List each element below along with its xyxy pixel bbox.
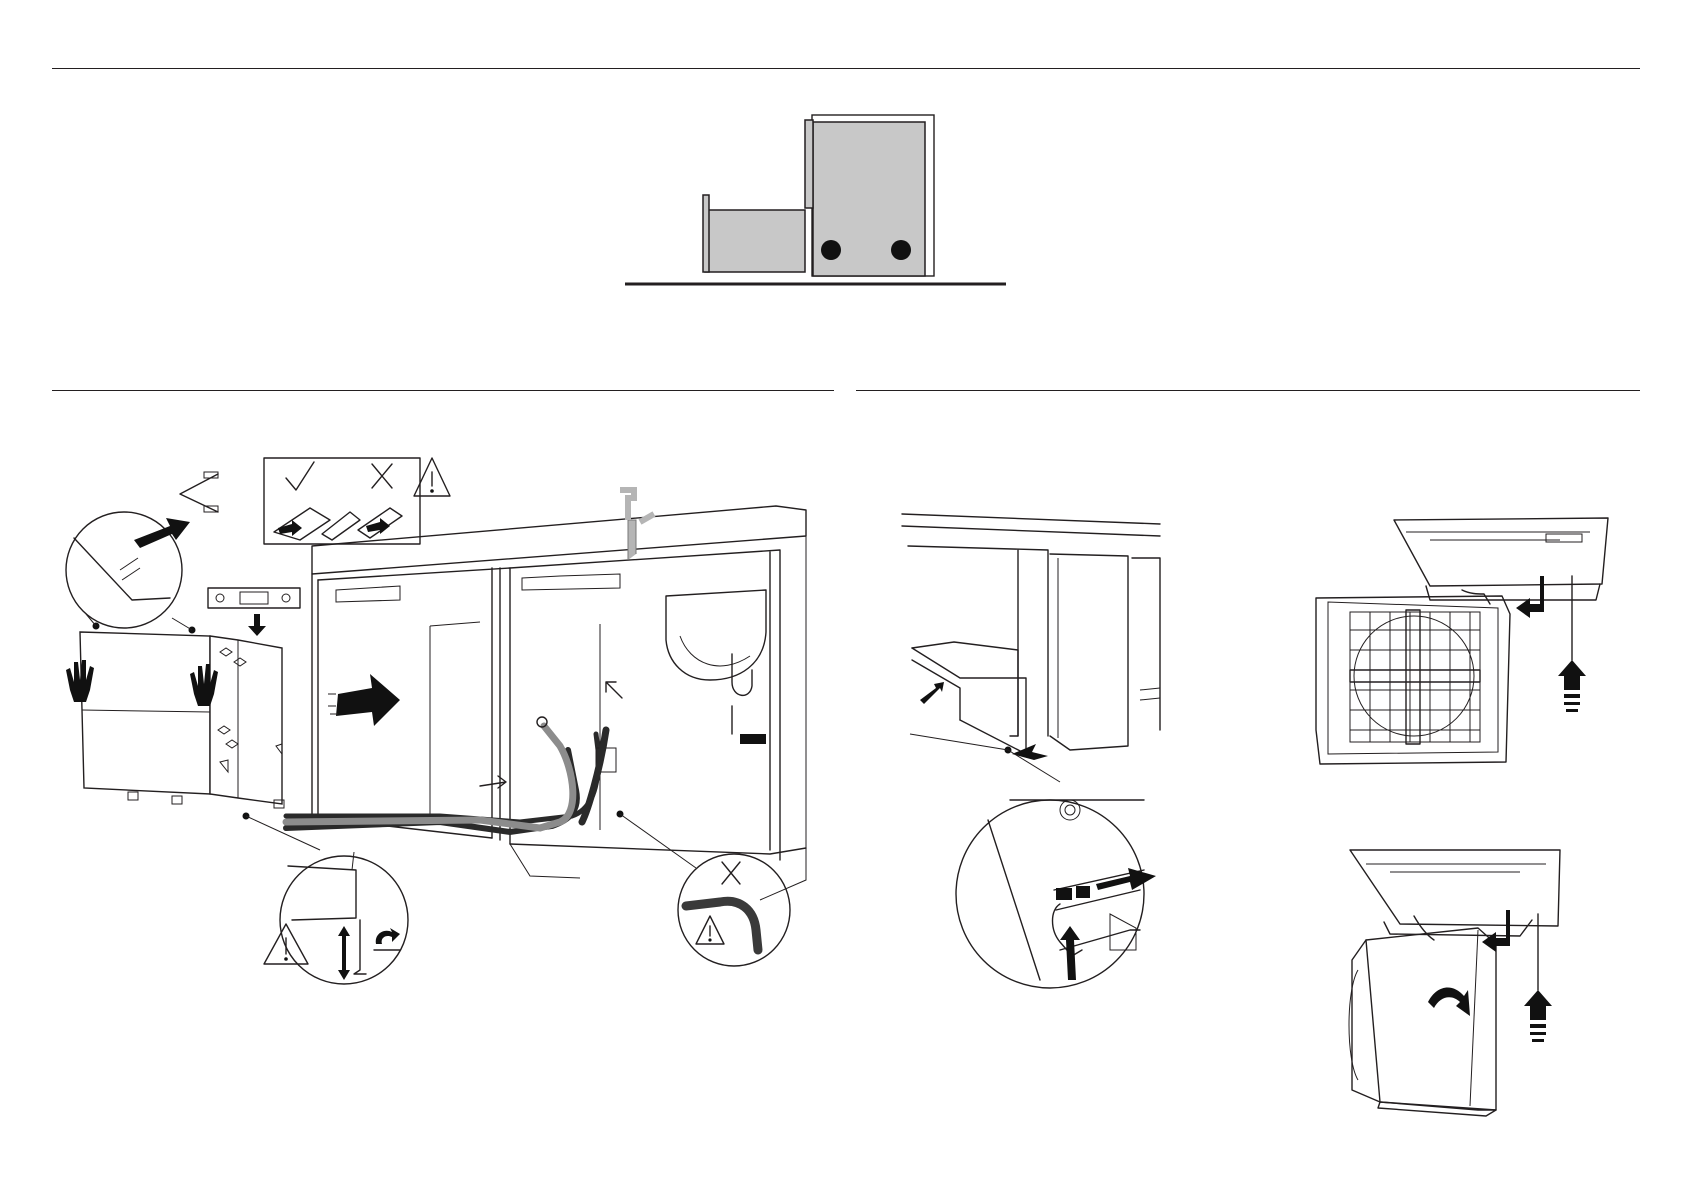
- drawer-removal-figure: [900, 510, 1240, 990]
- bracket-icon: [180, 472, 218, 512]
- rotate-arrow-icon: [1428, 987, 1470, 1016]
- screw-up-arrow-icon: [1558, 660, 1586, 690]
- push-arrow-icon: [336, 674, 400, 726]
- bracket-arrow-icon: [1516, 576, 1544, 618]
- screw-up-arrow-icon: [1524, 990, 1552, 1020]
- foot-adjust-icon: [338, 926, 350, 980]
- installation-figure: [60, 450, 820, 1010]
- level-tool-icon: [208, 588, 300, 636]
- wheel-icon: [891, 240, 911, 260]
- warning-icon: [264, 924, 308, 964]
- corner-detail-magnifier: [66, 512, 196, 634]
- check-icon: [286, 462, 314, 490]
- clip-detail-magnifier: [956, 800, 1156, 988]
- clip-release-icon: [1056, 888, 1072, 900]
- direction-arrow-icon: [480, 776, 506, 788]
- wheel-icon: [821, 240, 841, 260]
- direction-arrow-icon: [606, 682, 622, 698]
- cross-icon: [372, 464, 392, 488]
- right-section-rule: [856, 390, 1640, 391]
- packaging-figure: [620, 110, 1010, 290]
- mounting-figure-bottom: [1310, 840, 1640, 1140]
- dishwasher-unit: [80, 632, 284, 808]
- dish-rack: [1350, 610, 1480, 744]
- mounting-figure-top: [1310, 510, 1640, 800]
- grey-box-icon: [703, 195, 805, 272]
- cross-icon: [722, 862, 740, 884]
- hoses: [286, 717, 616, 832]
- left-section-rule: [52, 390, 834, 391]
- kinked-hose-magnifier: [617, 811, 791, 967]
- top-section-rule: [52, 68, 1640, 69]
- sink: [666, 590, 766, 744]
- bracket-arrow-icon: [1482, 910, 1510, 952]
- check-cross-panel: [264, 458, 420, 544]
